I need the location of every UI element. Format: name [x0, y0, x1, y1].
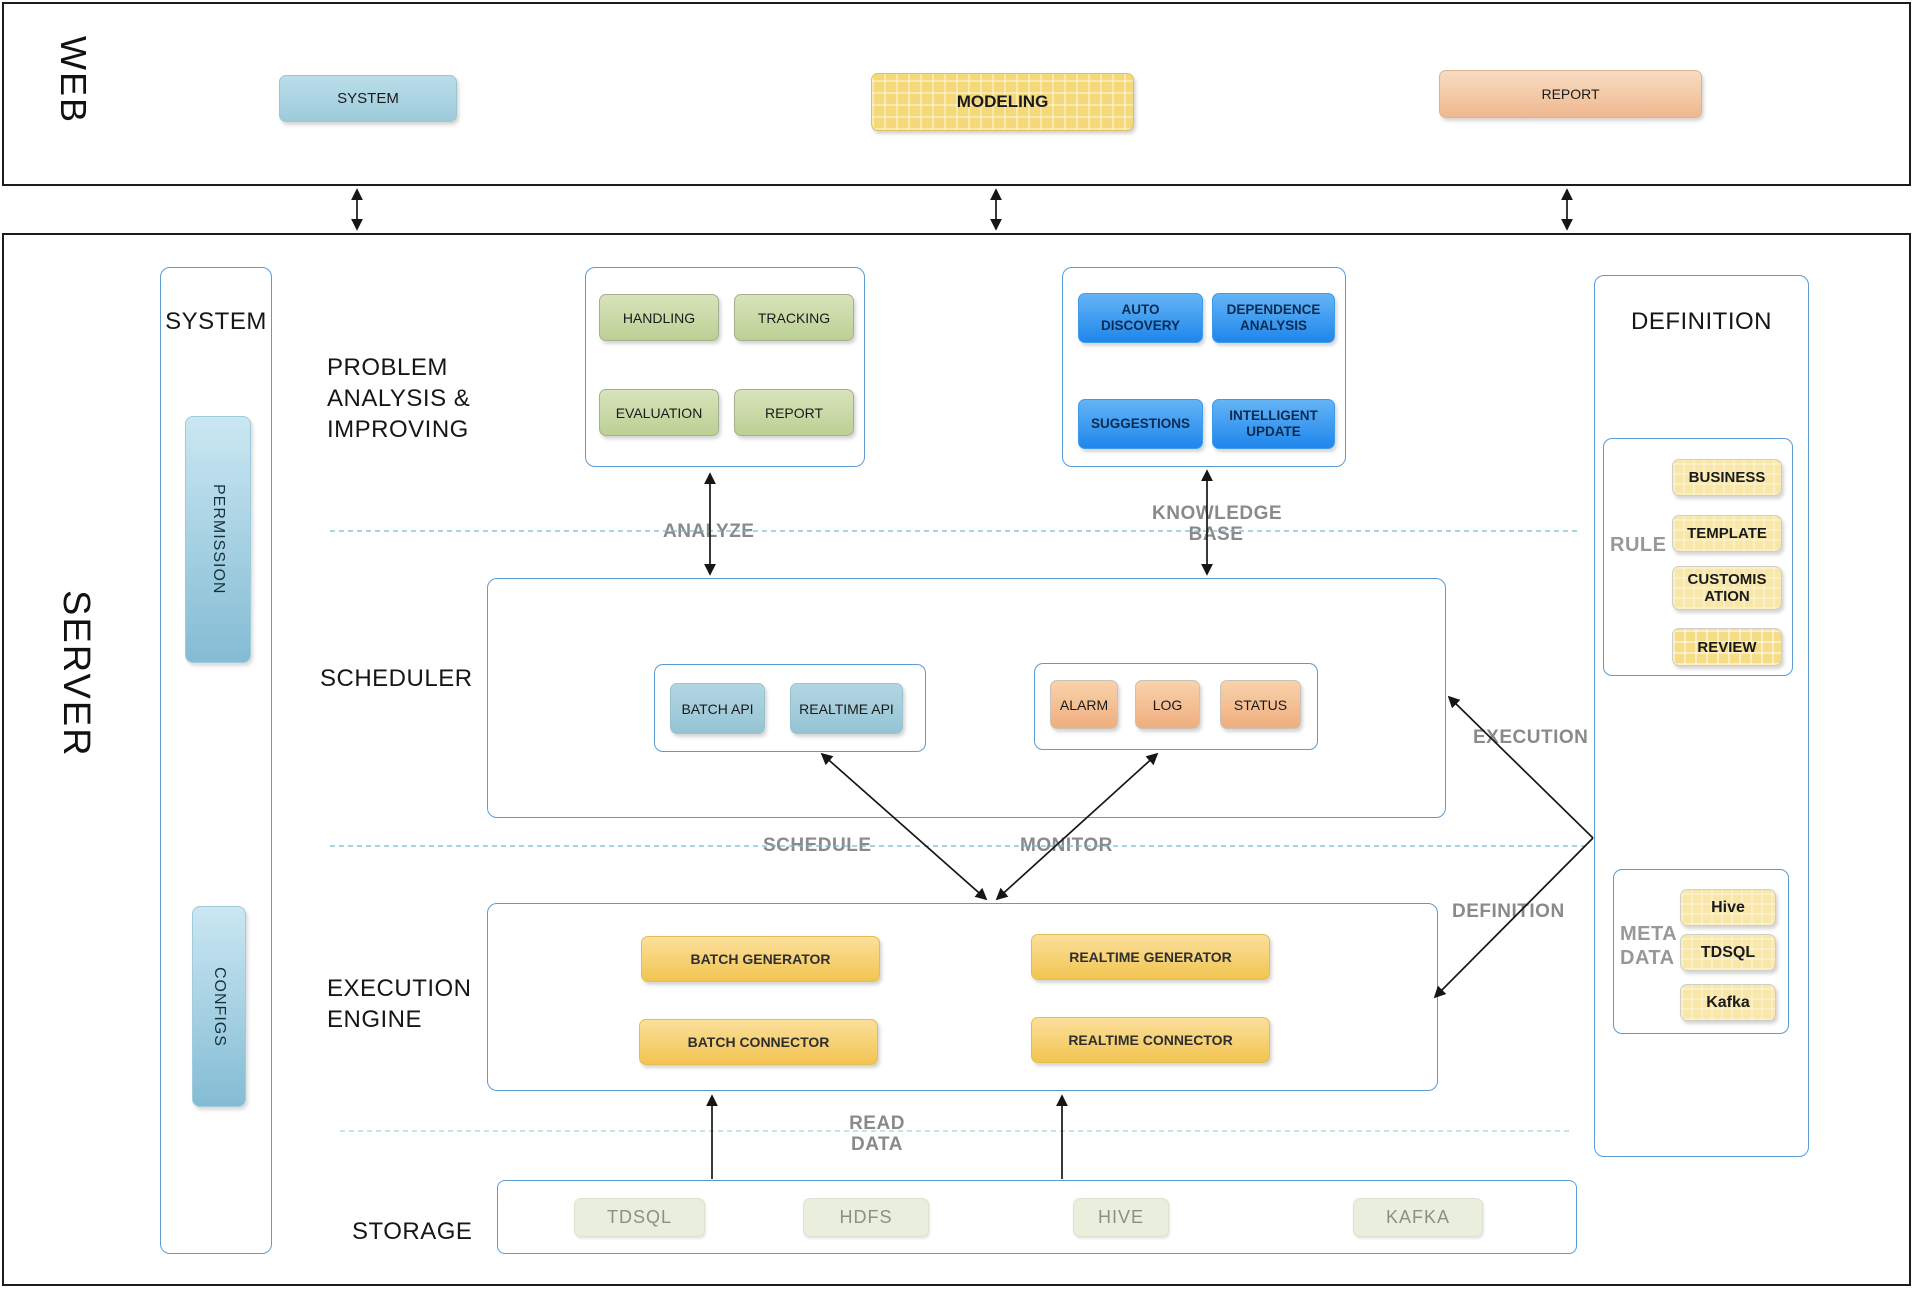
configs-label: CONFIGS: [211, 966, 228, 1047]
storage-kafka-button: KAFKA: [1353, 1198, 1483, 1237]
auto-discovery-button: AUTO DISCOVERY: [1078, 293, 1203, 343]
rule-review-button: REVIEW: [1672, 628, 1782, 666]
system-panel-title: SYSTEM: [165, 308, 267, 335]
permission-box: PERMISSION: [185, 416, 251, 663]
execution-engine-panel: BATCH GENERATOR REALTIME GENERATOR BATCH…: [487, 903, 1438, 1091]
storage-hive-button: HIVE: [1073, 1198, 1169, 1237]
metadata-box: META DATA Hive TDSQL Kafka: [1613, 869, 1789, 1034]
dependence-analysis-button: DEPENDENCE ANALYSIS: [1212, 293, 1335, 343]
monitor-label: MONITOR: [1020, 835, 1113, 856]
status-button: STATUS: [1220, 680, 1301, 729]
web-server-arrows: [351, 188, 1573, 231]
rule-box: RULE BUSINESS TEMPLATE CUSTOMISATION REV…: [1603, 438, 1793, 676]
read-data-label: READ DATA: [849, 1113, 905, 1155]
rule-template-button: TEMPLATE: [1672, 515, 1782, 552]
rule-business-button: BUSINESS: [1672, 459, 1782, 496]
web-modeling-button: MODELING: [871, 73, 1134, 131]
handling-button: HANDLING: [599, 294, 719, 341]
rule-label: RULE: [1610, 534, 1667, 556]
intelligent-update-button: INTELLIGENT UPDATE: [1212, 399, 1335, 449]
suggestions-button: SUGGESTIONS: [1078, 399, 1203, 449]
web-band-label: WEB: [53, 36, 94, 125]
problem-report-button: REPORT: [734, 389, 854, 436]
api-box: BATCH API REALTIME API: [654, 664, 926, 752]
scheduler-panel: BATCH API REALTIME API ALARM LOG STATUS: [487, 578, 1446, 818]
knowledge-base-panel: AUTO DISCOVERY DEPENDENCE ANALYSIS SUGGE…: [1062, 267, 1346, 467]
knowledge-base-label: KNOWLEDGE BASE: [1152, 503, 1283, 545]
realtime-generator-button: REALTIME GENERATOR: [1031, 934, 1270, 980]
evaluation-button: EVALUATION: [599, 389, 719, 436]
definition-flow-label: DEFINITION: [1452, 901, 1565, 922]
tracking-button: TRACKING: [734, 294, 854, 341]
problem-analysis-title: PROBLEM ANALYSIS & IMPROVING: [327, 354, 471, 443]
batch-api-button: BATCH API: [670, 683, 765, 734]
storage-tdsql-button: TDSQL: [574, 1198, 705, 1237]
metadata-tdsql-button: TDSQL: [1680, 934, 1776, 971]
log-button: LOG: [1135, 680, 1200, 729]
rule-customisation-button: CUSTOMISATION: [1672, 566, 1782, 610]
monitor-box: ALARM LOG STATUS: [1034, 663, 1318, 750]
definition-panel-title: DEFINITION: [1631, 308, 1772, 335]
web-band: WEB SYSTEM MODELING REPORT: [2, 2, 1911, 186]
batch-generator-button: BATCH GENERATOR: [641, 936, 880, 982]
alarm-button: ALARM: [1050, 680, 1118, 729]
realtime-connector-button: REALTIME CONNECTOR: [1031, 1017, 1270, 1063]
metadata-label: META DATA: [1620, 923, 1677, 969]
scheduler-title: SCHEDULER: [320, 665, 473, 692]
storage-hdfs-button: HDFS: [803, 1198, 929, 1237]
batch-connector-button: BATCH CONNECTOR: [639, 1019, 878, 1065]
configs-box: CONFIGS: [192, 906, 246, 1107]
definition-panel: DEFINITION RULE BUSINESS TEMPLATE CUSTOM…: [1594, 275, 1809, 1157]
storage-panel: TDSQL HDFS HIVE KAFKA: [497, 1180, 1577, 1254]
realtime-api-button: REALTIME API: [790, 683, 903, 734]
analyze-label: ANALYZE: [663, 521, 755, 542]
problem-analysis-panel: HANDLING TRACKING EVALUATION REPORT: [585, 267, 865, 467]
metadata-kafka-button: Kafka: [1680, 984, 1776, 1021]
execution-flow-label: EXECUTION: [1473, 727, 1589, 748]
schedule-label: SCHEDULE: [763, 835, 872, 856]
storage-title: STORAGE: [352, 1218, 473, 1245]
permission-label: PERMISSION: [210, 484, 227, 595]
execution-engine-title: EXECUTION ENGINE: [327, 975, 472, 1033]
web-system-button: SYSTEM: [279, 75, 457, 122]
metadata-hive-button: Hive: [1680, 889, 1776, 926]
web-report-button: REPORT: [1439, 70, 1702, 118]
server-band-label: SERVER: [55, 590, 97, 758]
system-panel: SYSTEM PERMISSION CONFIGS: [160, 267, 272, 1254]
